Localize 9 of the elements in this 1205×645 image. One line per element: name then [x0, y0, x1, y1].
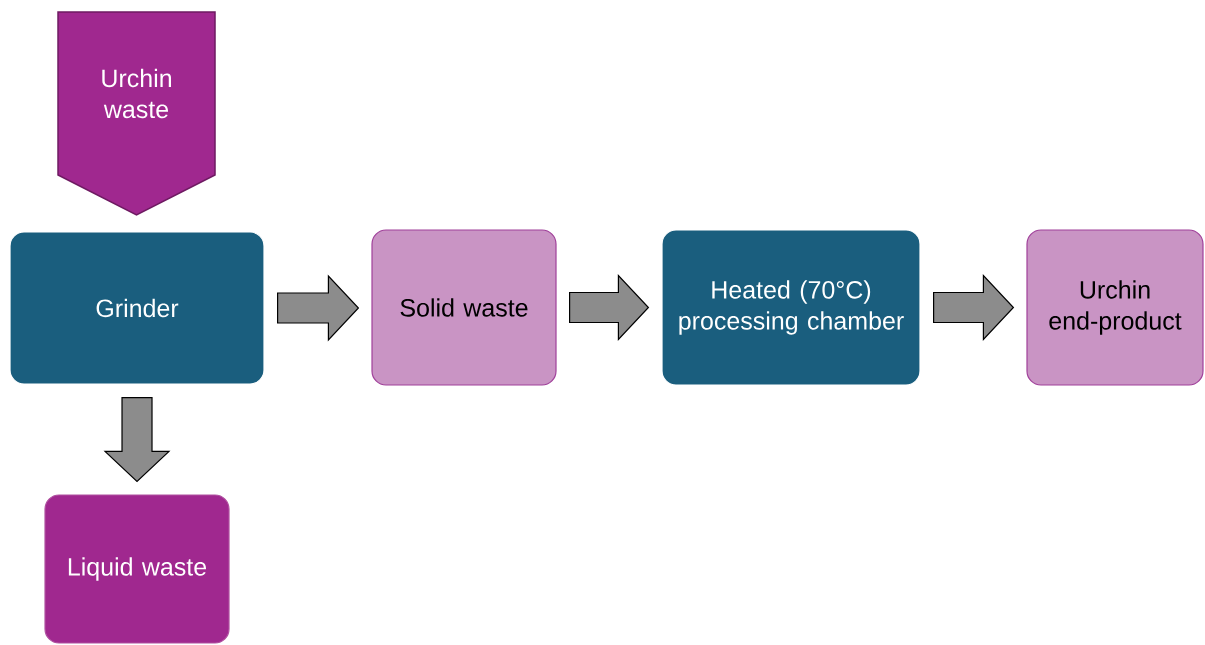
process-box: Grinder [9, 231, 265, 385]
process-box: Urchin end-product [1026, 229, 1204, 386]
process-box: Heated (70°C) processing chamber [661, 229, 921, 386]
process-box: Solid waste [371, 229, 557, 386]
block-arrow [103, 397, 171, 483]
process-box: Liquid waste [44, 494, 230, 644]
block-arrow [933, 274, 1015, 341]
block-arrow [569, 274, 650, 341]
block-arrow [277, 274, 360, 342]
